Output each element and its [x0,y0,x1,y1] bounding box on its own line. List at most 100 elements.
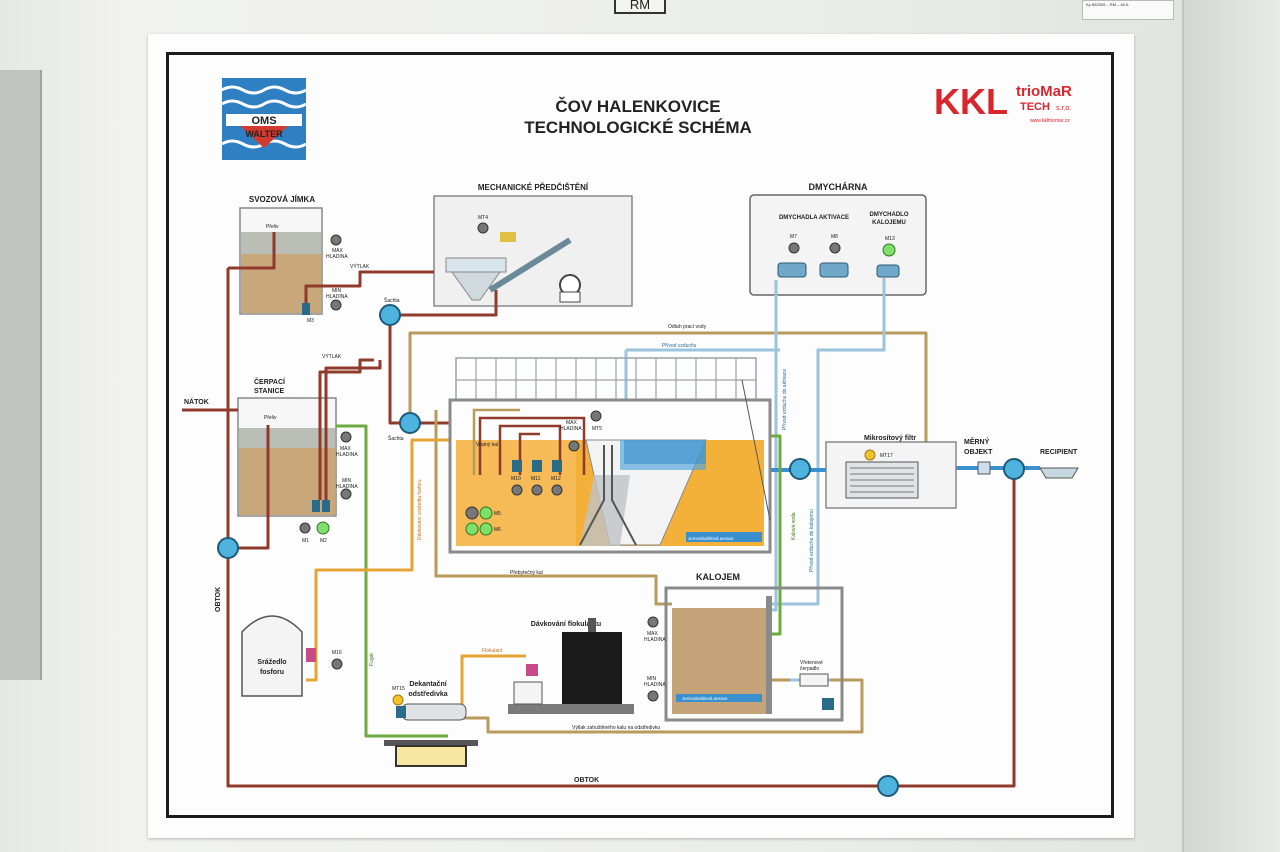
cerpaci-title-1: ČERPACÍ [254,377,286,386]
merny-title-1: MĚRNÝ [964,437,990,446]
device-mt15: MT15 [392,686,405,692]
cabinet-edge [1182,0,1280,852]
kal-min: MIN [647,676,657,682]
dmych-kalojem-label-1: DMYCHADLO [870,212,909,218]
recipient: RECIPIENT [1039,449,1079,479]
recipient-title: RECIPIENT [1040,449,1078,456]
prebytecny-label: Přebytečný kal [510,570,543,576]
kkl-web: www.kkltriomar.cz [1030,118,1070,124]
cerpaci-stanice: ČERPACÍ STANICE Přeliv MAX HLADINA MIN H… [237,377,358,544]
dekant-title-2: odstředivka [408,691,447,698]
dmycharna: DMYCHÁRNA DMYCHADLA AKTIVACE DMYCHADLO K… [749,182,927,296]
srazedlo-fosforu: Srážedlo fosforu M16 [241,615,343,697]
vytlak-label-2: VÝTLAK [322,353,342,360]
cs-max-hladina: HLADINA [336,452,358,458]
triomar-text: trioMaR [1016,83,1072,100]
device-m2: M2 [320,538,327,544]
flokulant-pipe-label: Flokulant [482,648,503,654]
aktiv-hladina: HLADINA [560,426,582,432]
tech-text: TECH [1020,101,1050,113]
cerpaci-title-2: STANICE [254,388,285,395]
srazedlo-title-1: Srážedlo [257,659,286,666]
vretenove-label-1: Vřetenové [800,660,823,666]
mech-title: MECHANICKÉ PŘEDČIŠTĚNÍ [478,183,589,192]
kkl-triomar-logo: KKL trioMaR TECH s.r.o. www.kkltriomar.c… [934,81,1072,124]
vytlak-label-1: VÝTLAK [350,263,370,270]
kalova-voda-label: Kalová voda [791,512,797,540]
kkl-text: KKL [934,81,1008,122]
svozova-min: MIN [332,288,342,294]
schema-frame [166,52,1114,818]
oms-text: OMS [251,115,276,127]
dekant-title-1: Dekantační [409,681,447,688]
svozova-min-hladina: HLADINA [326,294,348,300]
device-m1: M1 [302,538,309,544]
kalojem-title: KALOJEM [696,572,740,582]
dmych-title: DMYCHÁRNA [809,182,868,192]
vratny-kal-label: Vratný kal [476,442,498,448]
fugat-label: Fugát [369,653,375,666]
svozova-max: MAX [332,248,344,254]
privod-label: Přívod vzduchu [662,343,697,349]
vretenove-label-2: čerpadlo [800,666,819,672]
pipe-nodes [217,304,1025,797]
merny-objekt: MĚRNÝ OBJEKT [964,437,993,475]
mikrosito-title: Mikrosítový filtr [864,435,916,442]
device-m10: M10 [511,476,521,482]
device-mt5: MT5 [592,426,602,432]
davkovani-fosforu-label: Dávkování srážedla fosforu [417,479,423,540]
kal-max: MAX [647,631,659,637]
device-m8: M8 [831,234,838,240]
sro-text: s.r.o. [1056,105,1071,112]
odtah-label: Odtah prací vody [668,324,707,330]
device-m13: M13 [885,236,895,242]
aktivace-tank: Jemnobublinná aerace M10 M11 M12 Vratný … [448,357,772,554]
oms-walter-logo: OMS WALTER [221,78,307,160]
davkovani-flokulantu: Dávkování flokulantu [508,618,634,714]
mikrositovy-filtr: Mikrosítový filtr MT17 [825,435,957,509]
walter-text: WALTER [245,129,283,139]
jemno-aktiv-label: Jemnobublinná aerace [688,536,734,541]
title-line-1: ČOV HALENKOVICE [555,97,720,116]
privod-aktivace-label: Přívod vzduchu do aktivace [782,369,788,430]
title-line-2: TECHNOLOGICKÉ SCHÉMA [524,118,752,137]
kal-max-hladina: HLADINA [644,637,666,643]
svozova-jimka: SVOZOVÁ JÍMKA Přeliv [239,195,323,315]
obtok-label-vertical: OBTOK [215,587,222,612]
srazedlo-title-2: fosforu [260,669,284,676]
sachta-label-2: Šachta [388,435,404,442]
privod-kalojem-label: Přívod vzduchu do kalojemu [809,509,815,572]
aktiv-max: MAX [566,420,578,426]
svozova-title: SVOZOVÁ JÍMKA [249,195,315,204]
device-mt4: MT4 [478,215,488,221]
cabinet-sticker: Kp 852005 – RM – 60 A [1082,0,1174,20]
dekantacni-odstredivka: Dekantační odstředivka MT15 [384,681,478,767]
obtok-label-horizontal: OBTOK [574,777,599,784]
device-m12: M12 [551,476,561,482]
device-m11: M11 [531,476,541,482]
cs-max: MAX [340,446,352,452]
dmych-kalojem-label-2: KALOJEMU [872,220,906,226]
kalojem: KALOJEM Jemnobublinná aerace MAX HLADINA… [644,572,844,722]
device-mt17: MT17 [880,453,893,459]
device-m5: M5 [494,511,501,517]
kal-min-hladina: HLADINA [644,682,666,688]
vytlak-zahust-label: Výtlak zahuštěného kalu na odstředivku [572,725,660,731]
preliv-label-2: Přeliv [264,415,277,421]
flokulant-title: Dávkování flokulantu [531,621,601,628]
cs-min: MIN [342,478,352,484]
device-m16: M16 [332,650,342,656]
cs-min-hladina: HLADINA [336,484,358,490]
sachta-label-1: Šachta [384,297,400,304]
natok-label: NÁTOK [184,397,209,406]
svozova-level-sensors: MAX HLADINA MIN HLADINA M3 [307,234,348,324]
jemno-kal-label: Jemnobublinná aerace [682,696,728,701]
cabinet-tag: RM [614,0,666,14]
merny-title-2: OBJEKT [964,449,993,456]
adjacent-cabinet-door [0,70,42,680]
device-m7: M7 [790,234,797,240]
device-m3: M3 [307,318,314,324]
dmych-aktivace-label: DMYCHADLA AKTIVACE [779,215,849,221]
device-m6: M6 [494,527,501,533]
